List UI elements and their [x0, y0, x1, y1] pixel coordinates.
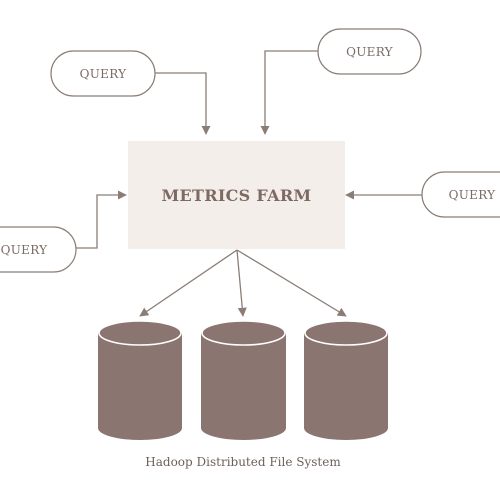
connector-query-top-right — [260, 50, 318, 135]
hdfs-cylinder-3 — [304, 320, 388, 440]
query-node-left: QUERY — [0, 226, 77, 273]
query-label: QUERY — [346, 45, 394, 59]
hdfs-cylinder-2 — [201, 320, 286, 440]
hdfs-cylinder-1 — [98, 320, 182, 440]
metrics-farm-node: METRICS FARM — [128, 141, 345, 249]
connector-hub-to-db-2 — [236, 249, 247, 317]
connector-hub-to-db-1 — [139, 249, 238, 317]
query-node-top-right: QUERY — [317, 28, 422, 75]
connector-hub-to-db-3 — [236, 249, 347, 317]
query-label: QUERY — [1, 243, 49, 257]
connector-query-left — [76, 190, 127, 249]
query-label: QUERY — [80, 67, 128, 81]
metrics-farm-label: METRICS FARM — [162, 186, 312, 205]
connector-query-top-left — [155, 72, 211, 135]
hdfs-caption: Hadoop Distributed File System — [145, 455, 341, 469]
query-label: QUERY — [449, 188, 497, 202]
query-node-top-left: QUERY — [50, 50, 156, 97]
query-node-right: QUERY — [421, 171, 500, 218]
